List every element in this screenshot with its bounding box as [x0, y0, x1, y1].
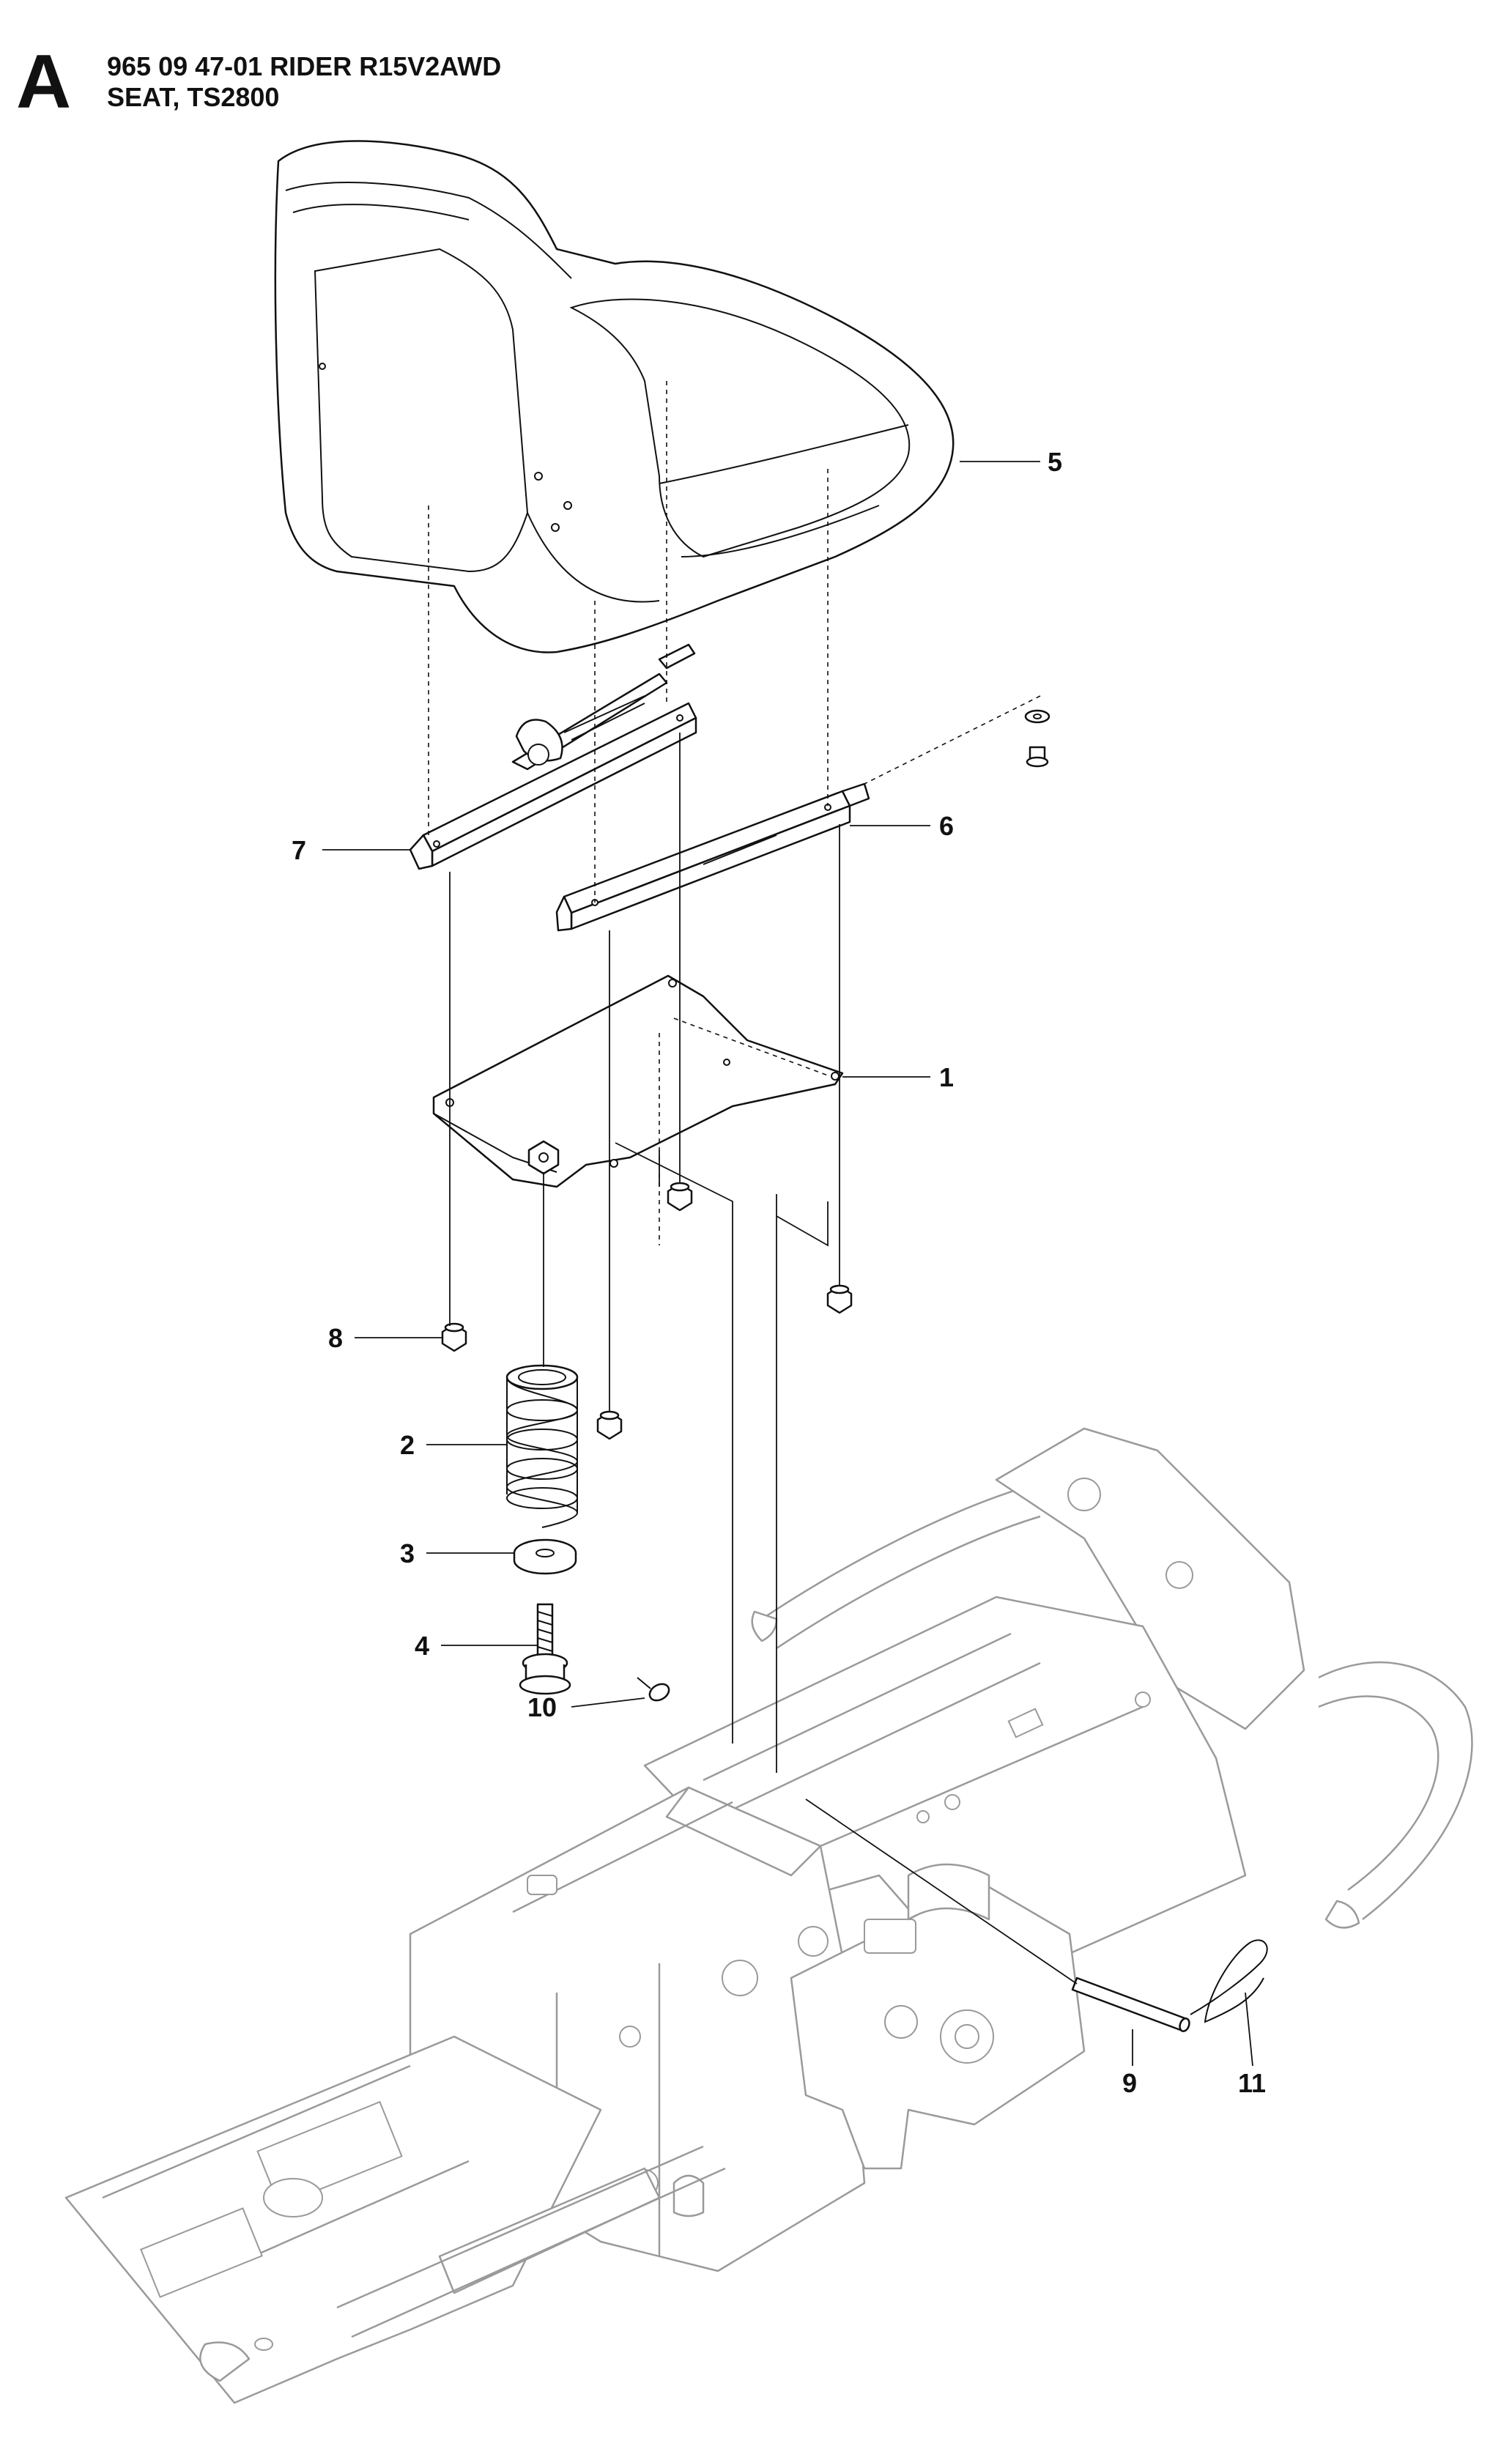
- spring-part-2[interactable]: [505, 1364, 579, 1528]
- callout-3: 3: [400, 1538, 415, 1568]
- model-title: 965 09 47-01 RIDER R15V2AWD: [107, 51, 502, 81]
- pivot-pin-part-9[interactable]: [805, 1798, 1191, 2033]
- hairpin-clip-part-11[interactable]: [1190, 1939, 1268, 2023]
- clip-part-10[interactable]: [637, 1677, 672, 1704]
- washer-screw[interactable]: [1024, 709, 1050, 768]
- title-block: 965 09 47-01 RIDER R15V2AWD SEAT, TS2800: [107, 51, 501, 113]
- assembly-lines: [428, 381, 1041, 1773]
- seat-part-5[interactable]: [274, 140, 955, 653]
- callout-6: 6: [939, 811, 954, 841]
- lock-nut[interactable]: [826, 1284, 853, 1314]
- callout-1: 1: [939, 1062, 954, 1092]
- lock-nut[interactable]: [667, 1182, 693, 1212]
- callout-7: 7: [292, 835, 306, 865]
- callout-2: 2: [400, 1430, 415, 1460]
- callout-labels: 5 6 1 7 8 2 3 4 10 9 11: [292, 447, 1266, 2098]
- callout-4: 4: [415, 1631, 429, 1661]
- assembly-title: SEAT, TS2800: [107, 82, 280, 112]
- section-letter: A: [16, 40, 72, 125]
- callout-8: 8: [328, 1323, 343, 1353]
- callout-9: 9: [1122, 2068, 1137, 2098]
- chassis-frame: [64, 1427, 1473, 2404]
- callout-5: 5: [1048, 447, 1062, 477]
- lock-nut[interactable]: [596, 1410, 623, 1440]
- callout-leaders: [322, 461, 1253, 2067]
- flange-bolt-part-4[interactable]: [519, 1603, 571, 1695]
- callout-11: 11: [1238, 2068, 1266, 2098]
- seat-rail-part-7[interactable]: [409, 643, 697, 870]
- seat-rail-part-6[interactable]: [555, 782, 870, 932]
- washer-part-3[interactable]: [513, 1538, 577, 1575]
- callout-10: 10: [527, 1692, 557, 1722]
- seat-base-plate-part-1[interactable]: [432, 974, 844, 1245]
- lock-nut-part-8[interactable]: [441, 1322, 467, 1352]
